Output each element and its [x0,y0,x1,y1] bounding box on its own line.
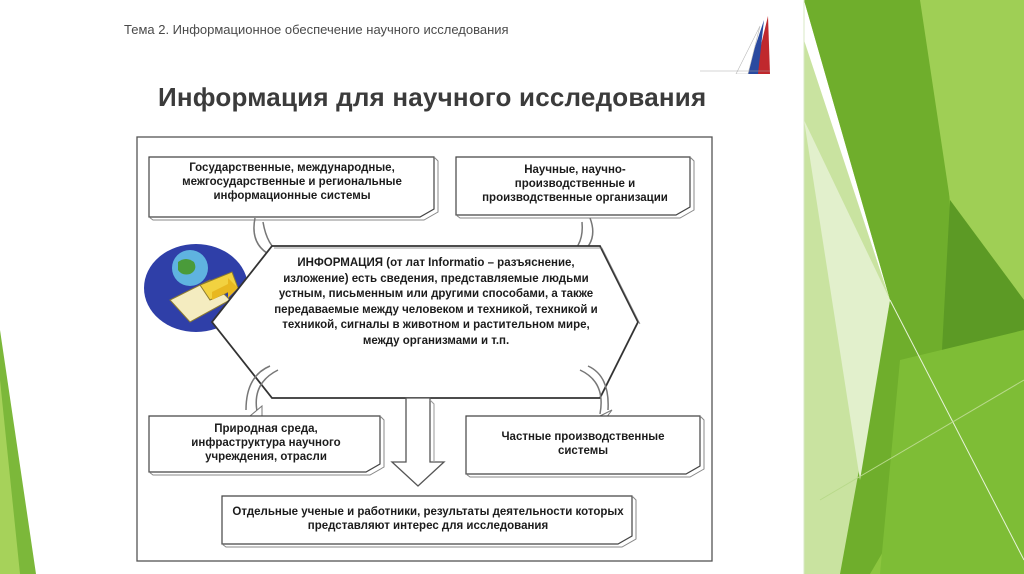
node-center-information: ИНФОРМАЦИЯ (от лат Informatio – разъясне… [274,257,598,347]
left-decoration [0,330,36,574]
node-bottom-right: Частные производственные системы [501,431,665,457]
header-subtitle: Тема 2. Информационное обеспечение научн… [124,22,509,37]
diagram-frame [136,136,713,562]
logo-icon [700,16,770,74]
node-bottom: Отдельные ученые и работники, результаты… [232,506,624,532]
node-top-left: Государственные, международные, межгосуд… [182,162,402,202]
page-title: Информация для научного исследования [158,82,707,112]
right-decoration [800,0,1024,574]
node-bottom-left: Природная среда, инфраструктура научного… [191,423,341,463]
node-top-right: Научные, научно-производственные и произ… [482,164,668,204]
